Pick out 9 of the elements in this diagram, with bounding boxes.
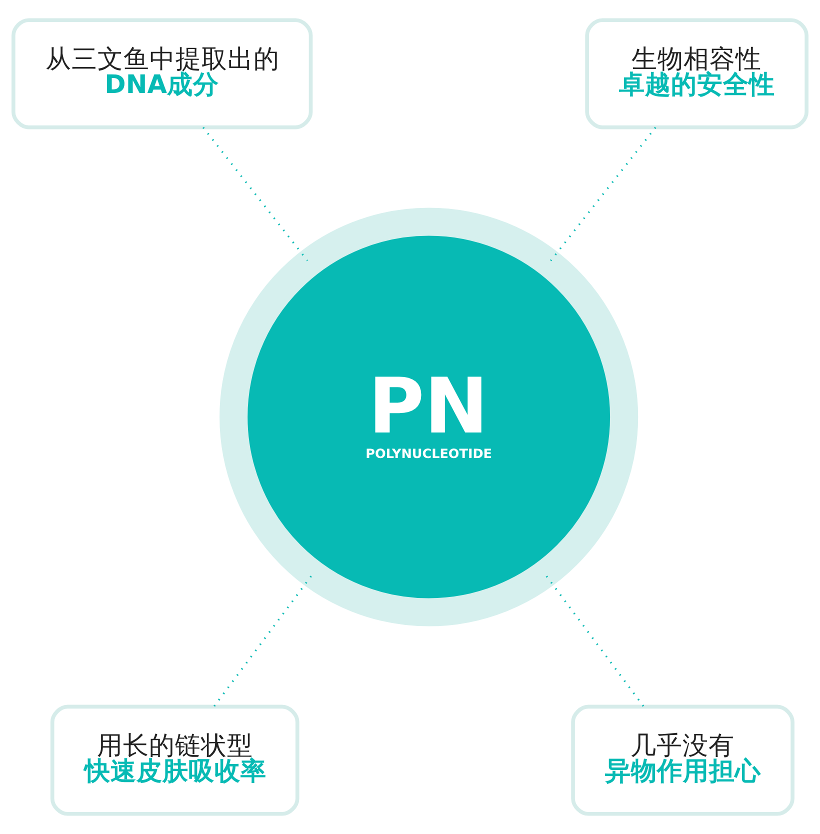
connector (546, 576, 644, 708)
node-box: 用长的链状型 快速皮肤吸收率 (50, 704, 300, 816)
connector (550, 126, 656, 262)
node-box: 从三文鱼中提取出的 DNA成分 (12, 18, 313, 130)
node-box: 几乎没有 异物作用担心 (571, 704, 794, 816)
node-box: 生物相容性 卓越的安全性 (585, 18, 808, 130)
node-circle: PN POLYNUCLEOTIDE (220, 208, 638, 626)
connector (202, 126, 308, 262)
connector (213, 576, 312, 708)
